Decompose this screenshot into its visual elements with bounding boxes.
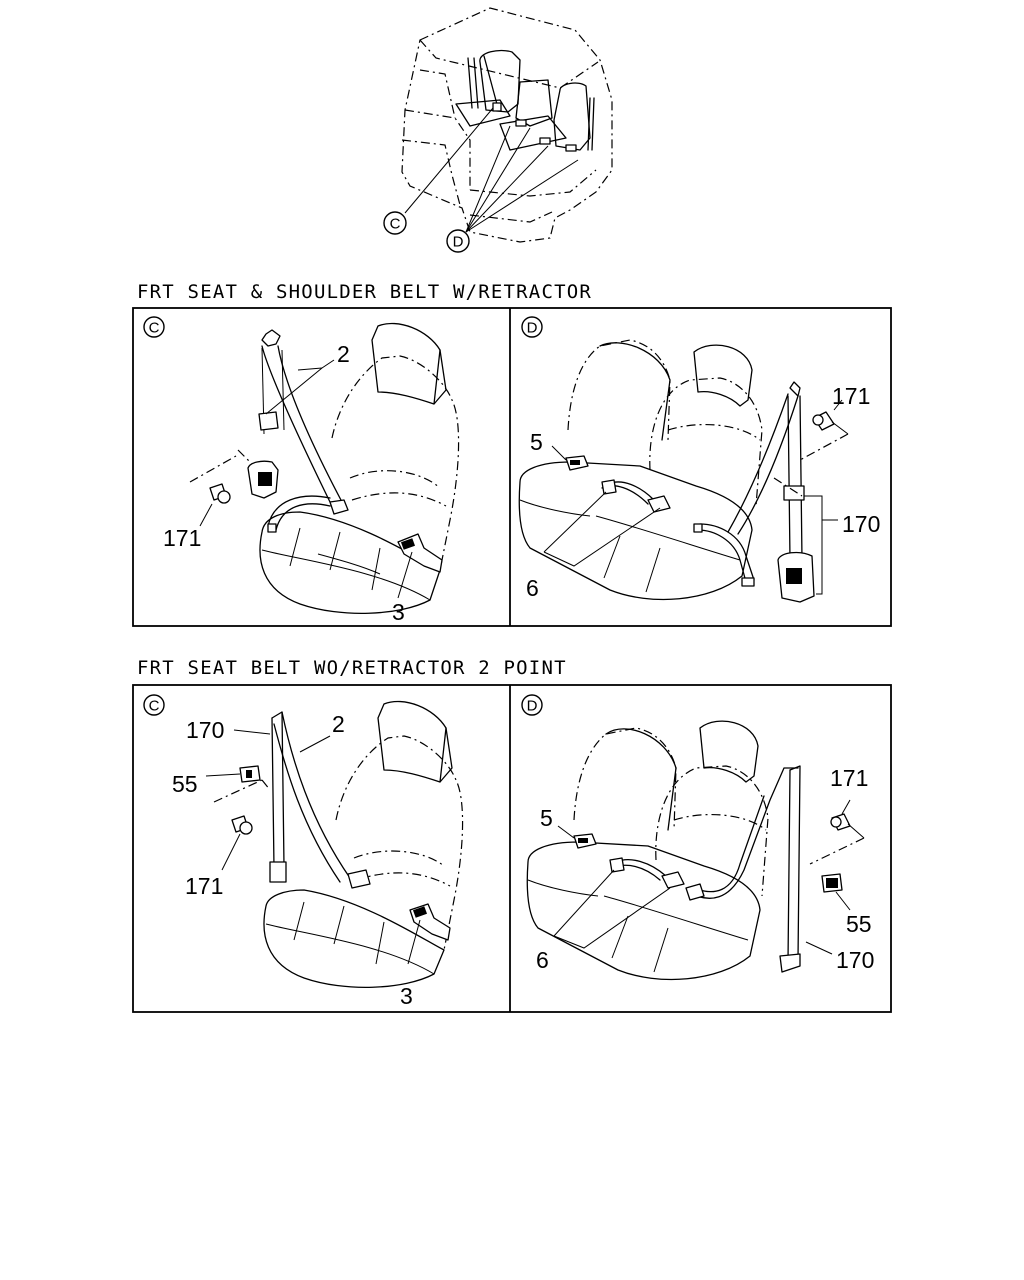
callout-171: 171 — [163, 525, 201, 551]
overview-marker-c: C — [390, 216, 401, 233]
callout-170: 170 — [836, 947, 874, 973]
callout-5: 5 — [530, 429, 543, 455]
panel-d-marker: D — [527, 698, 538, 715]
section-1-frame — [132, 307, 892, 627]
section-1-title: FRT SEAT & SHOULDER BELT W/RETRACTOR — [137, 281, 592, 303]
marker-d-circle — [446, 229, 470, 253]
callout-3: 3 — [400, 983, 413, 1009]
callout-55: 55 — [846, 911, 872, 937]
callout-170: 170 — [186, 717, 224, 743]
cab-overview: C D — [383, 7, 613, 253]
panel-c-marker: C — [149, 698, 160, 715]
callout-2: 2 — [332, 711, 345, 737]
section-1-panel-c: C — [143, 316, 460, 625]
section-2-frame — [132, 684, 892, 1013]
callout-171: 171 — [832, 383, 870, 409]
callout-170: 170 — [842, 511, 880, 537]
panel-c-marker: C — [149, 320, 160, 337]
callout-55: 55 — [172, 771, 198, 797]
callout-6: 6 — [526, 575, 539, 601]
panel-d-marker: D — [527, 320, 538, 337]
section-2-title: FRT SEAT BELT WO/RETRACTOR 2 POINT — [137, 657, 567, 679]
section-2-panel-c: C 170 — [143, 694, 464, 1009]
section-2-panel-d: D — [521, 694, 874, 981]
section-1-panel-d: D — [518, 316, 880, 603]
callout-171: 171 — [830, 765, 868, 791]
overview-marker-d: D — [453, 234, 464, 251]
callout-2: 2 — [337, 341, 350, 367]
callout-5: 5 — [540, 805, 553, 831]
callout-6: 6 — [536, 947, 549, 973]
callout-171: 171 — [185, 873, 223, 899]
callout-3: 3 — [392, 599, 405, 625]
marker-c-circle — [383, 211, 407, 235]
